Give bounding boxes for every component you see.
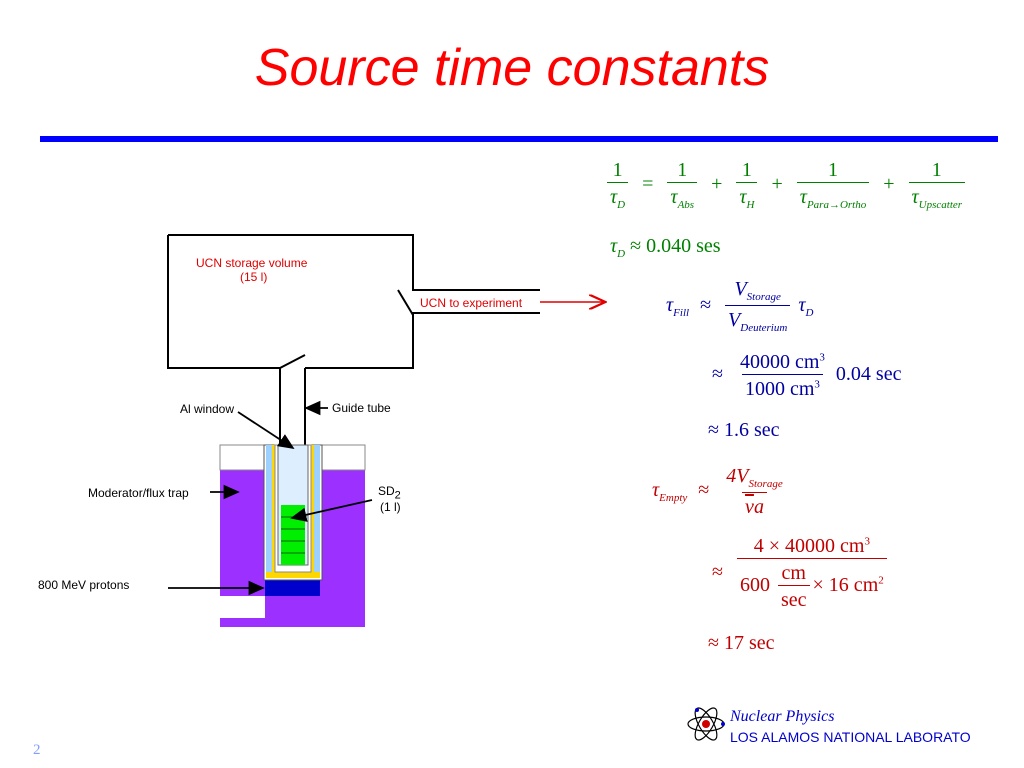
slide-title: Source time constants: [254, 39, 770, 97]
moderator-label: Moderator/flux trap: [88, 486, 189, 500]
guide-tube-label: Guide tube: [332, 401, 391, 415]
ucn-source-diagram: [167, 234, 640, 627]
storage-volume-box: [167, 235, 540, 369]
storage-volume-label: UCN storage volume: [196, 256, 308, 270]
org-division: Nuclear Physics: [730, 708, 835, 725]
ucn-to-experiment-label: UCN to experiment: [420, 296, 523, 310]
page-number: 2: [33, 742, 41, 758]
equation-empty-result: ≈ 17 sec: [708, 632, 775, 654]
protons-label: 800 MeV protons: [38, 578, 130, 592]
storage-volume-size: (15 l): [240, 270, 268, 284]
equation-fill-result: ≈ 1.6 sec: [708, 419, 780, 441]
sd2-volume-label: (1 l): [380, 500, 401, 514]
equation-tau-d-value: τD ≈ 0.040 ses: [610, 235, 721, 260]
al-window-label: Al window: [180, 402, 235, 416]
title-divider: [40, 136, 998, 142]
sd2-block: [281, 505, 305, 565]
sd2-label: SD2: [378, 484, 401, 502]
org-name: LOS ALAMOS NATIONAL LABORATO: [730, 729, 971, 745]
atom-logo-icon: [687, 707, 725, 741]
